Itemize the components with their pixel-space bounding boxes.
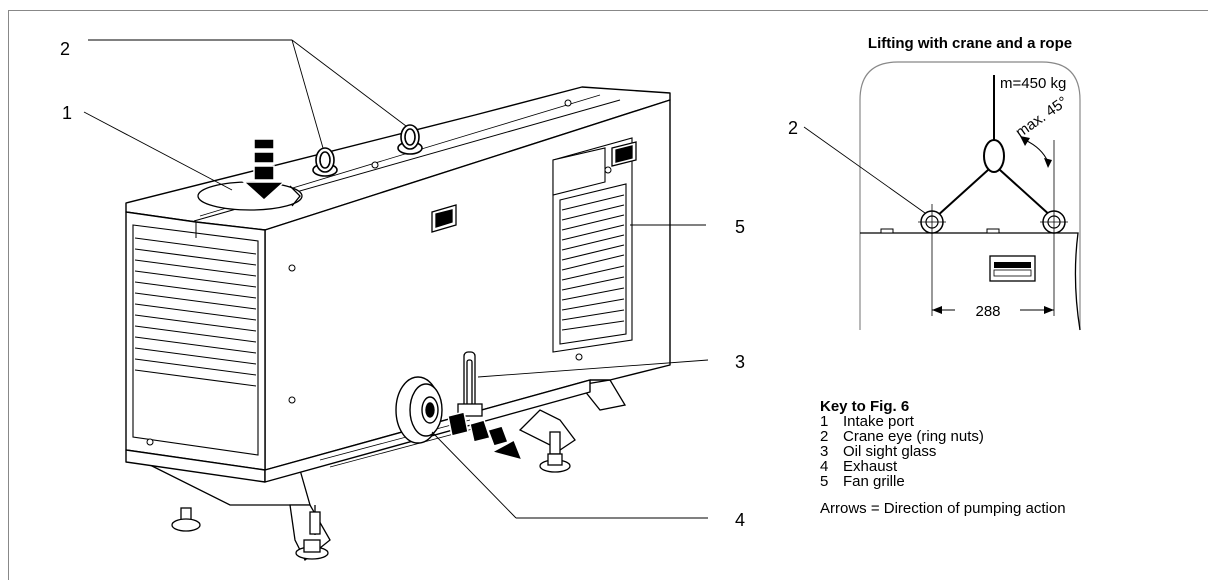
callout-5: 5 [735, 217, 745, 237]
key-note: Arrows = Direction of pumping action [820, 500, 1066, 517]
mass-label: m=450 kg [1000, 75, 1066, 92]
dimension-label: 288 [975, 303, 1000, 320]
key-item: 5 Fan grille [820, 474, 1200, 489]
screws [146, 99, 612, 446]
oil-sight-glass [457, 351, 483, 417]
key-text: Oil sight glass [843, 443, 937, 460]
key-text: Crane eye (ring nuts) [843, 428, 984, 445]
crane-eyes [312, 124, 423, 177]
lifting-inset: Lifting with crane and a rope [788, 35, 1081, 331]
exhaust [395, 376, 443, 444]
key-item: 4 Exhaust [820, 459, 1200, 474]
callout-1: 1 [62, 103, 72, 123]
callout-4: 4 [735, 510, 745, 530]
key-num: 1 [820, 413, 829, 430]
key-item: 3 Oil sight glass [820, 444, 1200, 459]
key-num: 5 [820, 473, 829, 490]
key-num: 4 [820, 458, 829, 475]
front-grille [132, 224, 259, 456]
carry-handles [431, 141, 637, 233]
leader-lines [83, 39, 709, 519]
key-num: 2 [820, 428, 829, 445]
key-num: 3 [820, 443, 829, 460]
inset-callout-2: 2 [788, 118, 798, 138]
pumping-direction-arrows [242, 138, 524, 462]
key-item: 1 Intake port [820, 414, 1200, 429]
key-title: Key to Fig. 6 [820, 398, 910, 415]
key-text: Intake port [843, 413, 914, 430]
inset-title: Lifting with crane and a rope [868, 35, 1072, 52]
figure-key: Key to Fig. 6 1 Intake port 2 Crane eye (r… [820, 399, 1200, 516]
key-text: Exhaust [843, 458, 898, 475]
fan-grille [552, 137, 633, 353]
callout-3: 3 [735, 352, 745, 372]
figure-frame [8, 10, 1208, 580]
key-item: 2 Crane eye (ring nuts) [820, 429, 1200, 444]
callout-2: 2 [60, 39, 70, 59]
key-text: Fan grille [843, 473, 905, 490]
